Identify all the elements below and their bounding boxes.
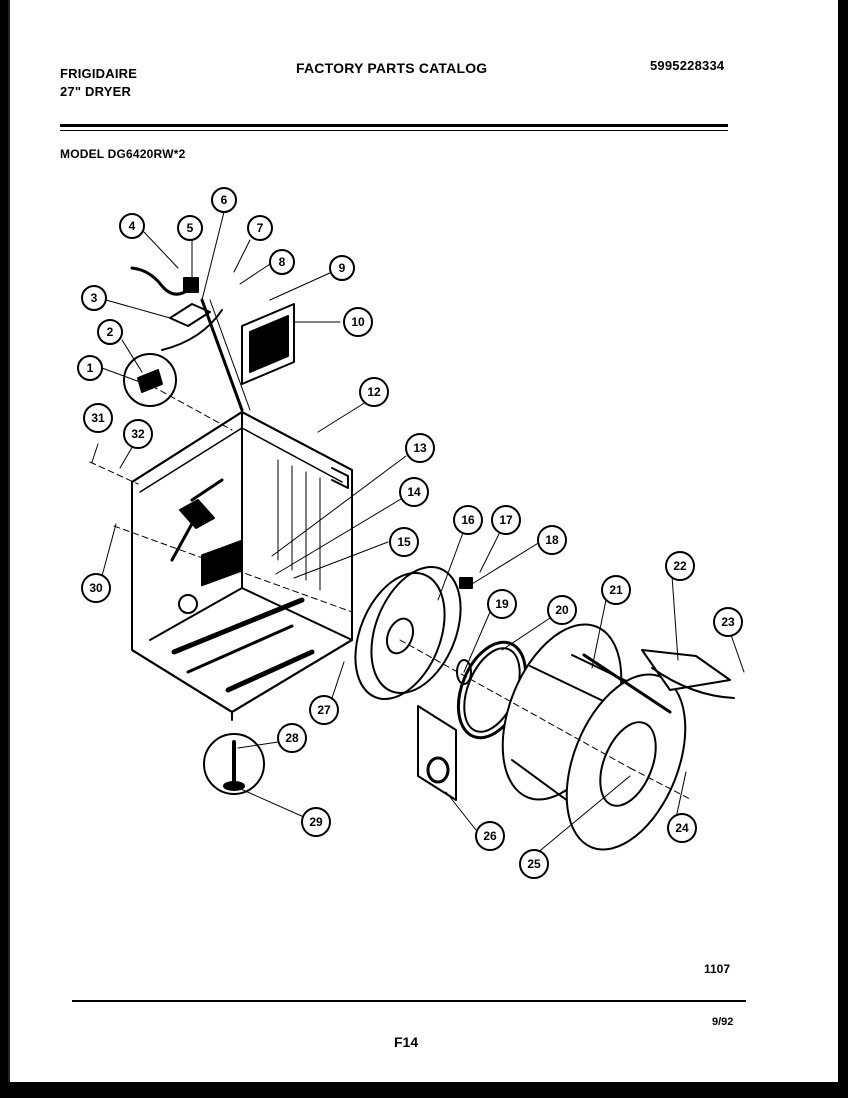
callout-6: 6 xyxy=(211,187,237,213)
callout-28: 28 xyxy=(277,723,307,753)
callout-16: 16 xyxy=(453,505,483,535)
callout-30: 30 xyxy=(81,573,111,603)
footer-rule xyxy=(72,1000,746,1002)
callout-label: 9 xyxy=(339,261,346,275)
callout-15: 15 xyxy=(389,527,419,557)
callout-label: 29 xyxy=(309,815,323,829)
callout-10: 10 xyxy=(343,307,373,337)
callout-label: 7 xyxy=(257,221,264,235)
callout-22: 22 xyxy=(665,551,695,581)
callout-label: 15 xyxy=(397,535,411,549)
callout-label: 14 xyxy=(407,485,421,499)
callout-18: 18 xyxy=(537,525,567,555)
callout-20: 20 xyxy=(547,595,577,625)
product-name: 27" DRYER xyxy=(60,84,132,99)
callout-26: 26 xyxy=(475,821,505,851)
date-code: 9/92 xyxy=(712,1016,734,1028)
callout-5: 5 xyxy=(177,215,203,241)
callout-3: 3 xyxy=(81,285,107,311)
callout-label: 13 xyxy=(413,441,427,455)
callout-8: 8 xyxy=(269,249,295,275)
callout-1: 1 xyxy=(77,355,103,381)
callout-32: 32 xyxy=(123,419,153,449)
header-rule xyxy=(60,124,728,127)
callout-label: 5 xyxy=(187,221,194,235)
heat-duct-panel xyxy=(417,705,457,801)
callout-21: 21 xyxy=(601,575,631,605)
callout-label: 22 xyxy=(673,559,687,573)
drawing-number: 1107 xyxy=(704,962,731,976)
callout-17: 17 xyxy=(491,505,521,535)
model-label: MODEL DG6420RW*2 xyxy=(60,147,186,161)
leader-lines xyxy=(91,211,745,855)
callout-label: 31 xyxy=(91,411,105,425)
exploded-parts-diagram: 1 2 3 4 5 6 7 8 9 10 12 13 14 15 16 17 1… xyxy=(77,187,745,879)
callout-label: 28 xyxy=(285,731,299,745)
rear-bulkhead xyxy=(354,565,473,701)
callout-label: 16 xyxy=(461,513,475,527)
callout-24: 24 xyxy=(667,813,697,843)
callout-9: 9 xyxy=(329,255,355,281)
callout-2: 2 xyxy=(97,319,123,345)
callout-4: 4 xyxy=(119,213,145,239)
callout-7: 7 xyxy=(247,215,273,241)
catalog-title: FACTORY PARTS CATALOG xyxy=(296,60,488,76)
callout-label: 18 xyxy=(545,533,559,547)
callout-19: 19 xyxy=(487,589,517,619)
callout-23: 23 xyxy=(713,607,743,637)
callout-29: 29 xyxy=(301,807,331,837)
drum xyxy=(501,623,687,851)
callout-label: 21 xyxy=(609,583,623,597)
callout-label: 27 xyxy=(317,703,331,717)
callout-label: 25 xyxy=(527,857,541,871)
callout-label: 1 xyxy=(87,361,94,375)
callout-label: 12 xyxy=(367,385,381,399)
callout-label: 6 xyxy=(221,193,228,207)
callout-31: 31 xyxy=(83,403,113,433)
callout-label: 19 xyxy=(495,597,509,611)
catalog-page: FRIGIDAIRE 27" DRYER FACTORY PARTS CATAL… xyxy=(8,0,838,1082)
top-parts xyxy=(123,266,295,412)
callout-label: 17 xyxy=(499,513,513,527)
assembly-lines xyxy=(89,385,693,801)
callout-label: 26 xyxy=(483,829,497,843)
callout-13: 13 xyxy=(405,433,435,463)
callout-label: 10 xyxy=(351,315,365,329)
leveling-leg xyxy=(203,733,265,795)
header-rule-thin xyxy=(60,130,728,131)
callout-label: 4 xyxy=(129,219,136,233)
callout-label: 23 xyxy=(721,615,735,629)
callout-27: 27 xyxy=(309,695,339,725)
catalog-number: 5995228334 xyxy=(650,58,725,73)
callout-label: 30 xyxy=(89,581,103,595)
brand-name: FRIGIDAIRE xyxy=(60,66,138,81)
callout-label: 20 xyxy=(555,603,569,617)
page-code: F14 xyxy=(394,1034,419,1050)
callout-label: 8 xyxy=(279,255,286,269)
callout-12: 12 xyxy=(359,377,389,407)
callout-25: 25 xyxy=(519,849,549,879)
callout-label: 32 xyxy=(131,427,145,441)
callout-label: 24 xyxy=(675,821,689,835)
cabinet xyxy=(131,411,353,721)
callout-14: 14 xyxy=(399,477,429,507)
callout-label: 2 xyxy=(107,325,114,339)
callout-label: 3 xyxy=(91,291,98,305)
